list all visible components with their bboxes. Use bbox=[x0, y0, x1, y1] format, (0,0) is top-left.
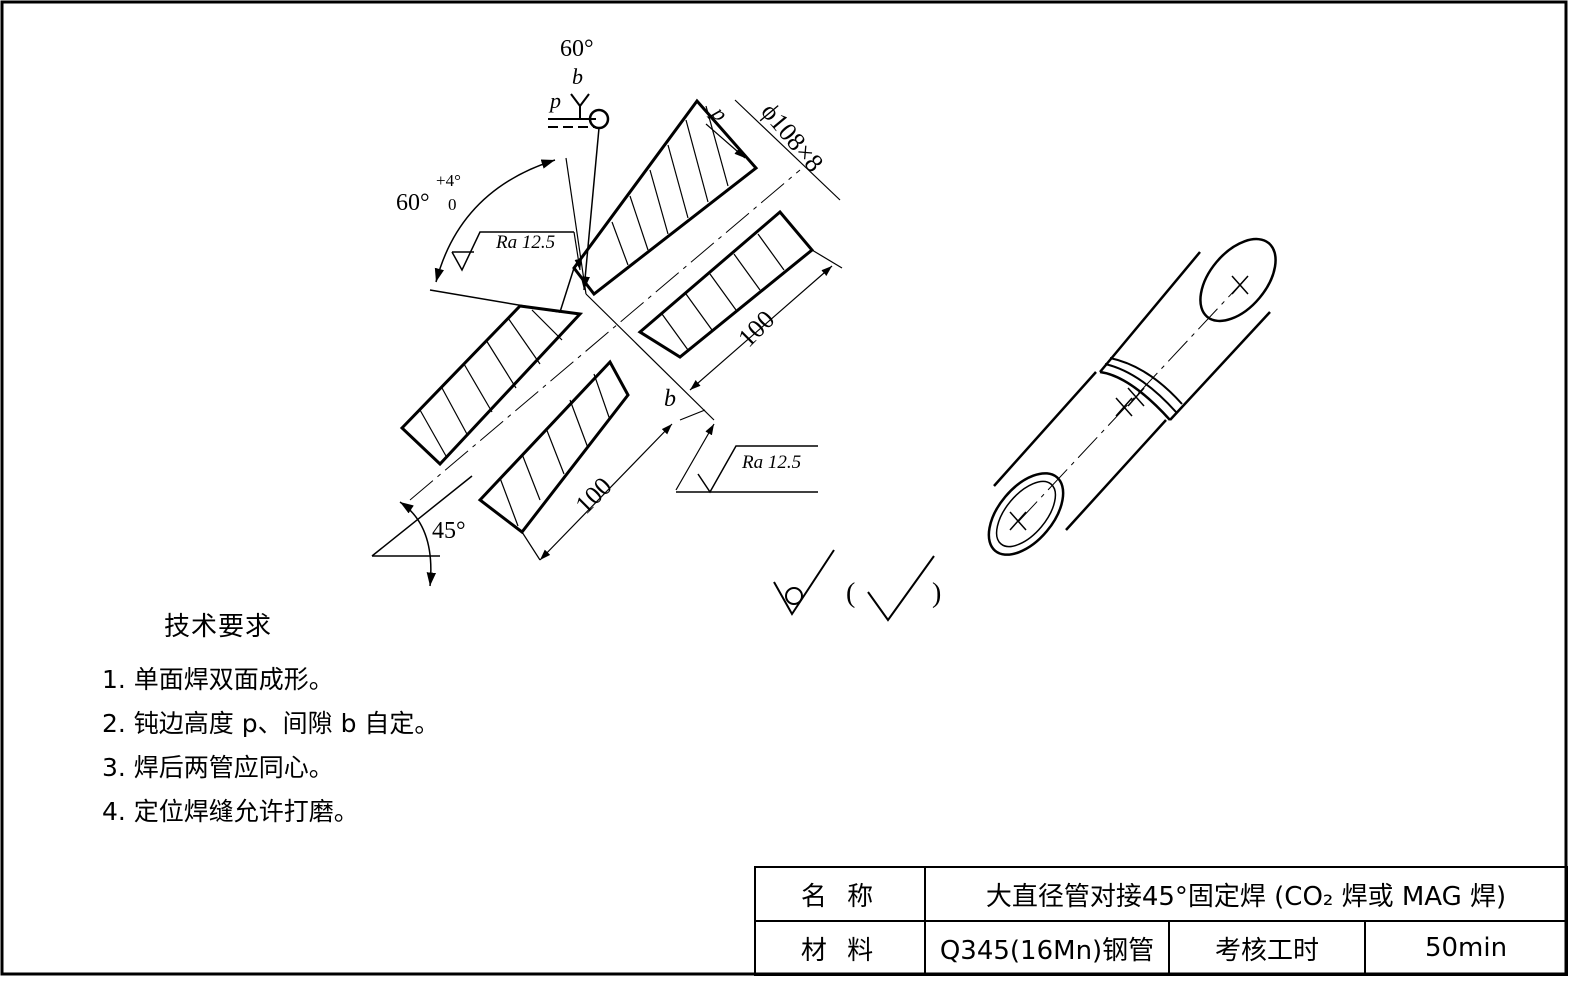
pipe-size-label: ϕ108×8 bbox=[755, 97, 829, 177]
gap-dimension: b bbox=[664, 386, 706, 421]
general-roughness-note: ( ) bbox=[773, 549, 941, 622]
requirement-item: 4. 定位焊缝允许打磨。 bbox=[102, 797, 359, 826]
groove-angle-label: 60° bbox=[560, 36, 594, 62]
requirement-item: 3. 焊后两管应同心。 bbox=[102, 753, 334, 782]
roughness-symbol-left: Ra 12.5 bbox=[451, 231, 583, 272]
bevel-tolerance-upper: +4° bbox=[436, 171, 461, 190]
name-value: 大直径管对接45°固定焊 (CO₂ 焊或 MAG 焊) bbox=[923, 866, 1569, 922]
weld-symbol: 60° b p bbox=[548, 36, 610, 291]
weld-gap-label: b bbox=[572, 64, 583, 89]
roughness-circle-icon bbox=[785, 587, 803, 605]
note-close-paren: ) bbox=[932, 578, 941, 609]
requirements-list: 1. 单面焊双面成形。 2. 钝边高度 p、间隙 b 自定。 3. 焊后两管应同… bbox=[102, 658, 439, 834]
pipe-isometric-view bbox=[987, 237, 1277, 556]
weld-marks bbox=[1009, 275, 1249, 531]
note-open-paren: ( bbox=[846, 578, 855, 609]
material-value: Q345(16Mn)钢管 bbox=[924, 920, 1170, 976]
length-dimension-left: 100 bbox=[521, 423, 673, 561]
material-label: 材 料 bbox=[754, 920, 926, 976]
pipe-section-view bbox=[399, 98, 815, 535]
time-label: 考核工时 bbox=[1168, 920, 1366, 976]
time-value: 50min bbox=[1363, 920, 1569, 976]
name-label: 名 称 bbox=[754, 866, 926, 922]
title-block: 名 称 大直径管对接45°固定焊 (CO₂ 焊或 MAG 焊) 材 料 Q345… bbox=[754, 866, 1569, 976]
roughness-symbol-right: Ra 12.5 bbox=[675, 423, 818, 494]
gap-label: b bbox=[664, 386, 676, 412]
all-around-circle-icon bbox=[588, 108, 610, 130]
requirements-title: 技术要求 bbox=[164, 612, 273, 642]
length-left-label: 100 bbox=[569, 471, 617, 519]
tilt-angle-dimension: 45° bbox=[371, 475, 473, 587]
pipe-diameter-dimension: p ϕ108×8 bbox=[705, 97, 841, 201]
bevel-angle-dimension: 60° +4° 0 bbox=[396, 159, 556, 283]
bevel-tolerance-lower: 0 bbox=[448, 195, 457, 214]
length-right-label: 100 bbox=[732, 305, 780, 353]
weld-root-face-label: p bbox=[548, 88, 561, 113]
bevel-angle-label: 60° bbox=[396, 190, 430, 216]
requirement-item: 1. 单面焊双面成形。 bbox=[102, 665, 334, 694]
requirement-item: 2. 钝边高度 p、间隙 b 自定。 bbox=[102, 709, 440, 738]
tilt-angle-label: 45° bbox=[432, 518, 466, 544]
roughness-left-label: Ra 12.5 bbox=[495, 232, 555, 253]
roughness-right-label: Ra 12.5 bbox=[741, 452, 801, 473]
